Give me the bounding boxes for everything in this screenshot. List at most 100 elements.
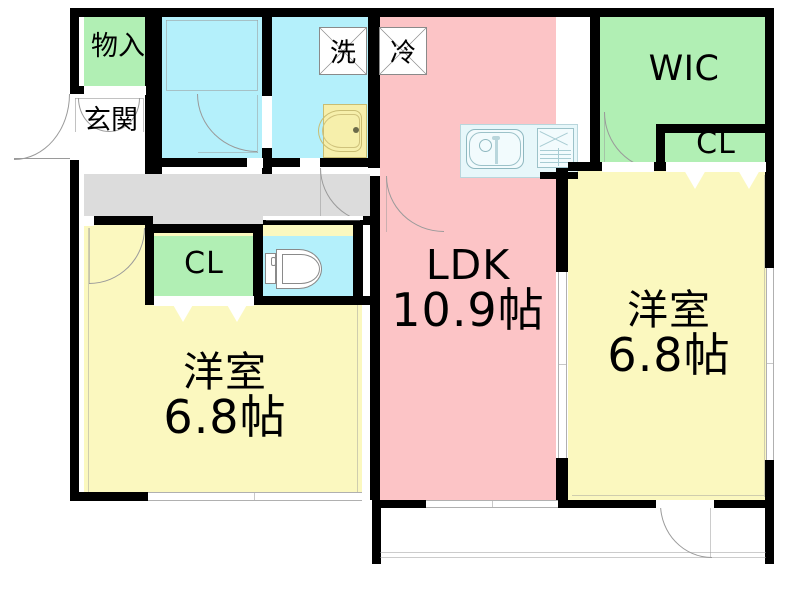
- sink-drain-icon: [479, 139, 492, 152]
- bath-outline-left: [166, 20, 167, 90]
- wall-outer-right-bottom: [765, 460, 774, 508]
- fridge-marker-label: 冷: [389, 38, 416, 69]
- label-entrance: 玄関: [84, 105, 138, 136]
- toilet-door-line: [266, 220, 360, 221]
- wall-ldk-right-upper: [556, 168, 568, 272]
- wall-bathroom-left: [153, 8, 162, 174]
- storage-opening: [84, 86, 146, 95]
- label-closet-left: CL: [184, 246, 224, 281]
- bedroom-left-door-opening: [84, 216, 94, 226]
- entrance-inner-right: [143, 98, 144, 132]
- wall-hall-bottom-a: [79, 216, 153, 225]
- wall-balcony-right: [765, 500, 774, 564]
- ldk-hallway-opening: [370, 168, 380, 176]
- closet-right-fold-marker-1: [684, 170, 706, 189]
- wall-toilet-bottom: [263, 296, 373, 305]
- wall-ldk-left: [370, 168, 380, 500]
- faucet-icon: [495, 138, 498, 164]
- window-right-exterior: [766, 268, 774, 460]
- label-bedroom-right-size: 6.8帖: [607, 327, 731, 382]
- room-storage-fill: [84, 16, 152, 94]
- washroom-door-opening: [300, 158, 320, 168]
- washer-marker: 洗: [319, 27, 367, 75]
- bedroom-left-door-opening2: [79, 216, 85, 225]
- ldk-balcony-sliding-door[interactable]: [426, 500, 558, 508]
- label-ldk-name: LDK: [425, 241, 511, 289]
- wall-washroom-bottom-left: [272, 158, 300, 167]
- wall-ldk-right-lower: [556, 458, 568, 502]
- stove-grill-icon: [540, 148, 571, 166]
- label-ldk-size: 10.9帖: [391, 282, 545, 337]
- stove-burner-area: [539, 131, 571, 147]
- wall-entrance-right: [145, 94, 153, 174]
- entrance-inner-left: [75, 98, 76, 132]
- label-bedroom-left: 洋室 6.8帖: [90, 348, 360, 441]
- room-closet-left-fill: [152, 236, 254, 300]
- closet-left-fold-marker-1: [172, 303, 194, 322]
- bedroom-left-outline-l: [88, 228, 89, 496]
- bath-outline-top: [166, 20, 258, 21]
- bath-outline-right: [257, 20, 258, 90]
- hallway-ldk-door-jamb: [320, 170, 321, 224]
- room-ldk-fill: [380, 16, 556, 500]
- toilet-tank-icon: [265, 253, 276, 284]
- bath-door-line: [198, 152, 258, 153]
- wall-toilet-top: [263, 216, 373, 225]
- bath-door-edge: [257, 95, 258, 153]
- wall-entrance-bottom-stub: [70, 160, 79, 168]
- toilet-seat-icon: [282, 254, 320, 284]
- closet-right-fold-marker-2: [738, 170, 760, 189]
- wall-outer-left-top: [70, 8, 79, 94]
- wall-balcony-top: [372, 500, 774, 508]
- label-bedroom-left-name: 洋室: [183, 348, 267, 396]
- closet-left-opening: [154, 296, 254, 306]
- sink-icon: [469, 132, 521, 166]
- wall-cl-right-top: [656, 124, 768, 133]
- wall-bathroom-bottom: [153, 158, 263, 167]
- fridge-marker-cross: [380, 28, 426, 74]
- wall-closet-left-right: [253, 224, 263, 304]
- label-bedroom-right: 洋室 6.8帖: [572, 289, 766, 382]
- wic-door-jamb: [604, 112, 605, 170]
- bedroom-left-door-jamb: [89, 228, 90, 284]
- wall-ldk-right-top: [590, 8, 600, 170]
- bedroom-right-outline-b: [572, 495, 764, 496]
- wall-outer-left: [70, 168, 79, 500]
- label-storage: 物入: [91, 31, 145, 62]
- bedroom-right-balcony-door-opening[interactable]: [656, 500, 714, 508]
- wall-cl-right-left: [656, 124, 665, 170]
- bathroom-door-opening: [247, 158, 263, 168]
- wall-toilet-right: [353, 224, 363, 304]
- room-bedroom-right-fill: [568, 170, 768, 500]
- bath-outline-mid: [166, 90, 258, 91]
- washer-marker-cross: [320, 28, 366, 74]
- toilet-lever-icon: [271, 257, 276, 266]
- bathtub-inner2-icon: [322, 114, 360, 148]
- closet-right-opening: [666, 162, 766, 172]
- window-bedroom-left-bottom: [148, 492, 362, 501]
- balcony-door-jamb: [710, 504, 711, 558]
- faucet-head-icon: [492, 136, 500, 140]
- wall-ldk-left-top: [368, 8, 380, 168]
- toilet-door-opening: [263, 216, 363, 220]
- balcony-rail-line2: [380, 557, 766, 558]
- ldk-door-jamb: [386, 178, 387, 232]
- label-closet-right: CL: [696, 126, 736, 161]
- washer-marker-label: 洗: [329, 38, 356, 69]
- wall-washroom-bottom-right: [320, 158, 372, 167]
- wall-bath-wash-upper: [262, 8, 272, 96]
- wall-closet-left-top: [145, 224, 263, 233]
- entrance-door-leaf: [14, 158, 70, 159]
- entrance-opening: [79, 160, 145, 169]
- bedroom-left-outline-r: [357, 228, 358, 496]
- fridge-marker: 冷: [379, 27, 427, 75]
- wic-door-opening: [602, 162, 654, 172]
- wall-outer-right-top: [765, 8, 774, 268]
- ldk-bedroom-sliding-door[interactable]: [558, 272, 567, 458]
- wall-storage-right: [145, 8, 153, 94]
- bedroom-right-outline-r: [764, 175, 765, 497]
- bathtub-inner-icon: [318, 110, 362, 152]
- wall-balcony-left: [372, 500, 381, 564]
- entrance-door-arc: [14, 94, 70, 160]
